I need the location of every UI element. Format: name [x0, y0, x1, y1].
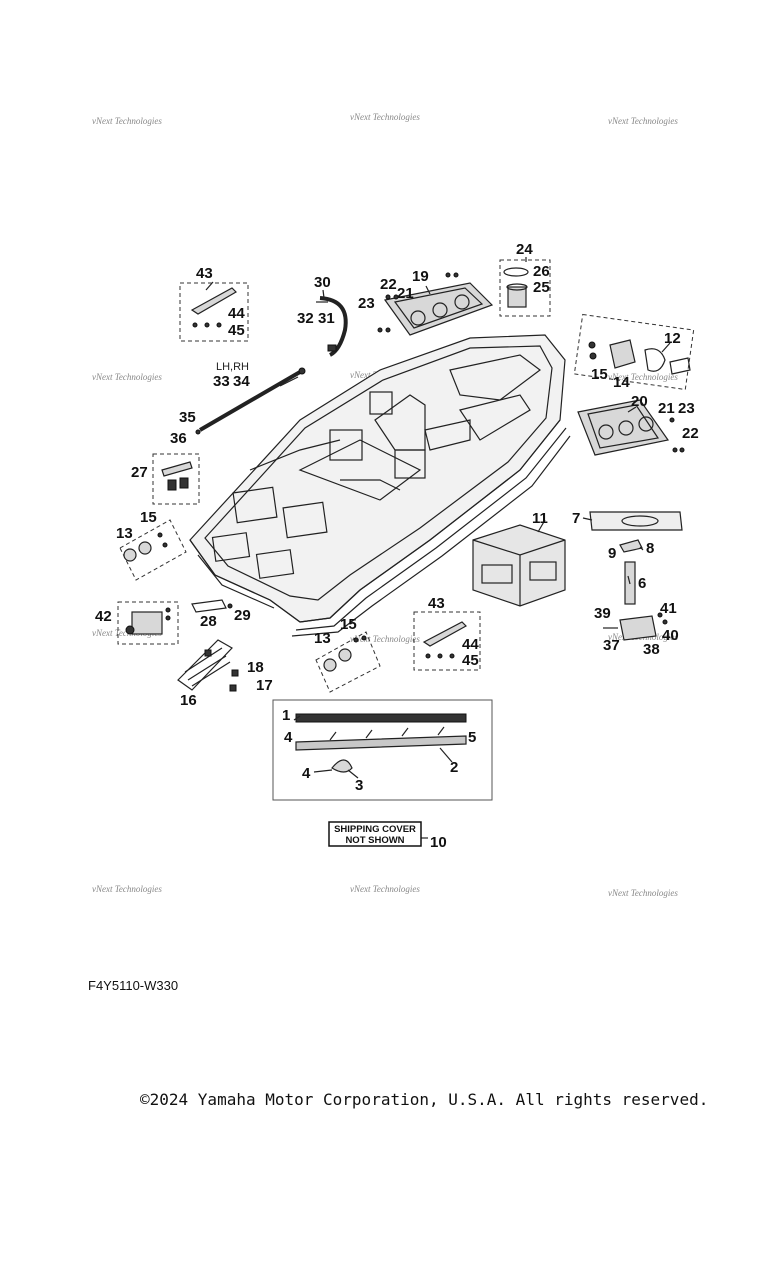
- callout-45: 45: [228, 322, 245, 339]
- callout-40: 40: [662, 627, 679, 644]
- callout-35: 35: [179, 409, 196, 426]
- callout-1: 1: [282, 707, 290, 724]
- callout-21: 21: [658, 400, 675, 417]
- part-group-16: [177, 639, 239, 692]
- watermark-text: vNext Technologies: [92, 884, 162, 894]
- callout-26: 26: [533, 263, 550, 280]
- callout-22: 22: [380, 276, 397, 293]
- part-group-13-lower: [315, 631, 381, 693]
- part-group-28: [191, 599, 233, 613]
- watermark-text: vNext Technologies: [608, 372, 678, 382]
- watermark-text: vNext Technologies: [92, 372, 162, 382]
- callout-25: 25: [533, 279, 550, 296]
- side-note: LH,RH: [216, 361, 249, 373]
- callout-labels: 1 2 3 4 4 5 6 7 8 9 10 11 12 13 13 14 15…: [95, 241, 699, 851]
- callout-44: 44: [228, 305, 245, 322]
- callout-41: 41: [660, 600, 677, 617]
- callout-37: 37: [603, 637, 620, 654]
- part-group-37: [603, 612, 668, 641]
- callout-22: 22: [682, 425, 699, 442]
- callout-7: 7: [572, 510, 580, 527]
- copyright-notice: ©2024 Yamaha Motor Corporation, U.S.A. A…: [140, 1090, 709, 1109]
- callout-32: 32: [297, 310, 314, 327]
- callout-23: 23: [358, 295, 375, 312]
- note-line-1: SHIPPING COVER: [334, 824, 416, 835]
- callout-21: 21: [397, 285, 414, 302]
- callout-3: 3: [355, 777, 363, 794]
- callout-5: 5: [468, 729, 476, 746]
- callout-4: 4: [284, 729, 293, 746]
- callout-16: 16: [180, 692, 197, 709]
- boat-hull: [189, 334, 571, 637]
- callout-39: 39: [594, 605, 611, 622]
- callout-23: 23: [678, 400, 695, 417]
- callout-4: 4: [302, 765, 311, 782]
- part-group-20: [577, 399, 685, 456]
- callout-27: 27: [131, 464, 148, 481]
- part-group-27: [152, 453, 200, 505]
- watermark-text: vNext Technologies: [92, 116, 162, 126]
- callout-15: 15: [591, 366, 608, 383]
- callout-13: 13: [314, 630, 331, 647]
- callout-38: 38: [643, 641, 660, 658]
- part-group-33: [195, 367, 306, 435]
- part-group-43-top: [179, 282, 249, 342]
- callout-28: 28: [200, 613, 217, 630]
- watermark-text: vNext Technologies: [350, 112, 420, 122]
- watermark-text: vNext Technologies: [350, 634, 420, 644]
- callout-42: 42: [95, 608, 112, 625]
- callout-24: 24: [516, 241, 533, 258]
- callout-15: 15: [340, 616, 357, 633]
- part-group-30: [316, 296, 348, 357]
- callout-9: 9: [608, 545, 616, 562]
- callout-18: 18: [247, 659, 264, 676]
- callout-8: 8: [646, 540, 654, 557]
- callout-33: 33: [213, 373, 230, 390]
- callout-29: 29: [234, 607, 251, 624]
- callout-11: 11: [532, 510, 548, 527]
- part-group-43-lower: [413, 611, 481, 671]
- watermark-text: vNext Technologies: [608, 888, 678, 898]
- part-group-24: [499, 259, 551, 317]
- callout-2: 2: [450, 759, 458, 776]
- shipping-cover-note: SHIPPING COVER NOT SHOWN: [328, 821, 422, 847]
- part-group-1-inset: [272, 699, 493, 801]
- callout-30: 30: [314, 274, 331, 291]
- callout-43: 43: [196, 265, 213, 282]
- watermark-text: vNext Technologies: [608, 116, 678, 126]
- callout-17: 17: [256, 677, 273, 694]
- callout-44: 44: [462, 636, 479, 653]
- callout-12: 12: [664, 330, 681, 347]
- callout-19: 19: [412, 268, 429, 285]
- note-line-2: NOT SHOWN: [345, 835, 404, 846]
- callout-45: 45: [462, 652, 479, 669]
- part-group-7: [589, 511, 683, 605]
- part-group-12: [573, 313, 695, 391]
- callout-15: 15: [140, 509, 157, 526]
- callout-13: 13: [116, 525, 133, 542]
- callout-6: 6: [638, 575, 646, 592]
- callout-34: 34: [233, 373, 250, 390]
- part-group-19: [377, 272, 494, 336]
- callout-36: 36: [170, 430, 187, 447]
- leader-lines: [205, 257, 671, 839]
- part-group-13-left: [119, 519, 187, 581]
- callout-14: 14: [613, 374, 630, 391]
- part-group-11: [472, 524, 566, 607]
- callout-31: 31: [318, 310, 335, 327]
- callout-20: 20: [631, 393, 648, 410]
- callout-43: 43: [428, 595, 445, 612]
- part-group-42: [117, 601, 179, 645]
- callout-10: 10: [430, 834, 447, 851]
- watermark-text: vNext Technologies: [350, 884, 420, 894]
- diagram-code: F4Y5110-W330: [88, 978, 179, 993]
